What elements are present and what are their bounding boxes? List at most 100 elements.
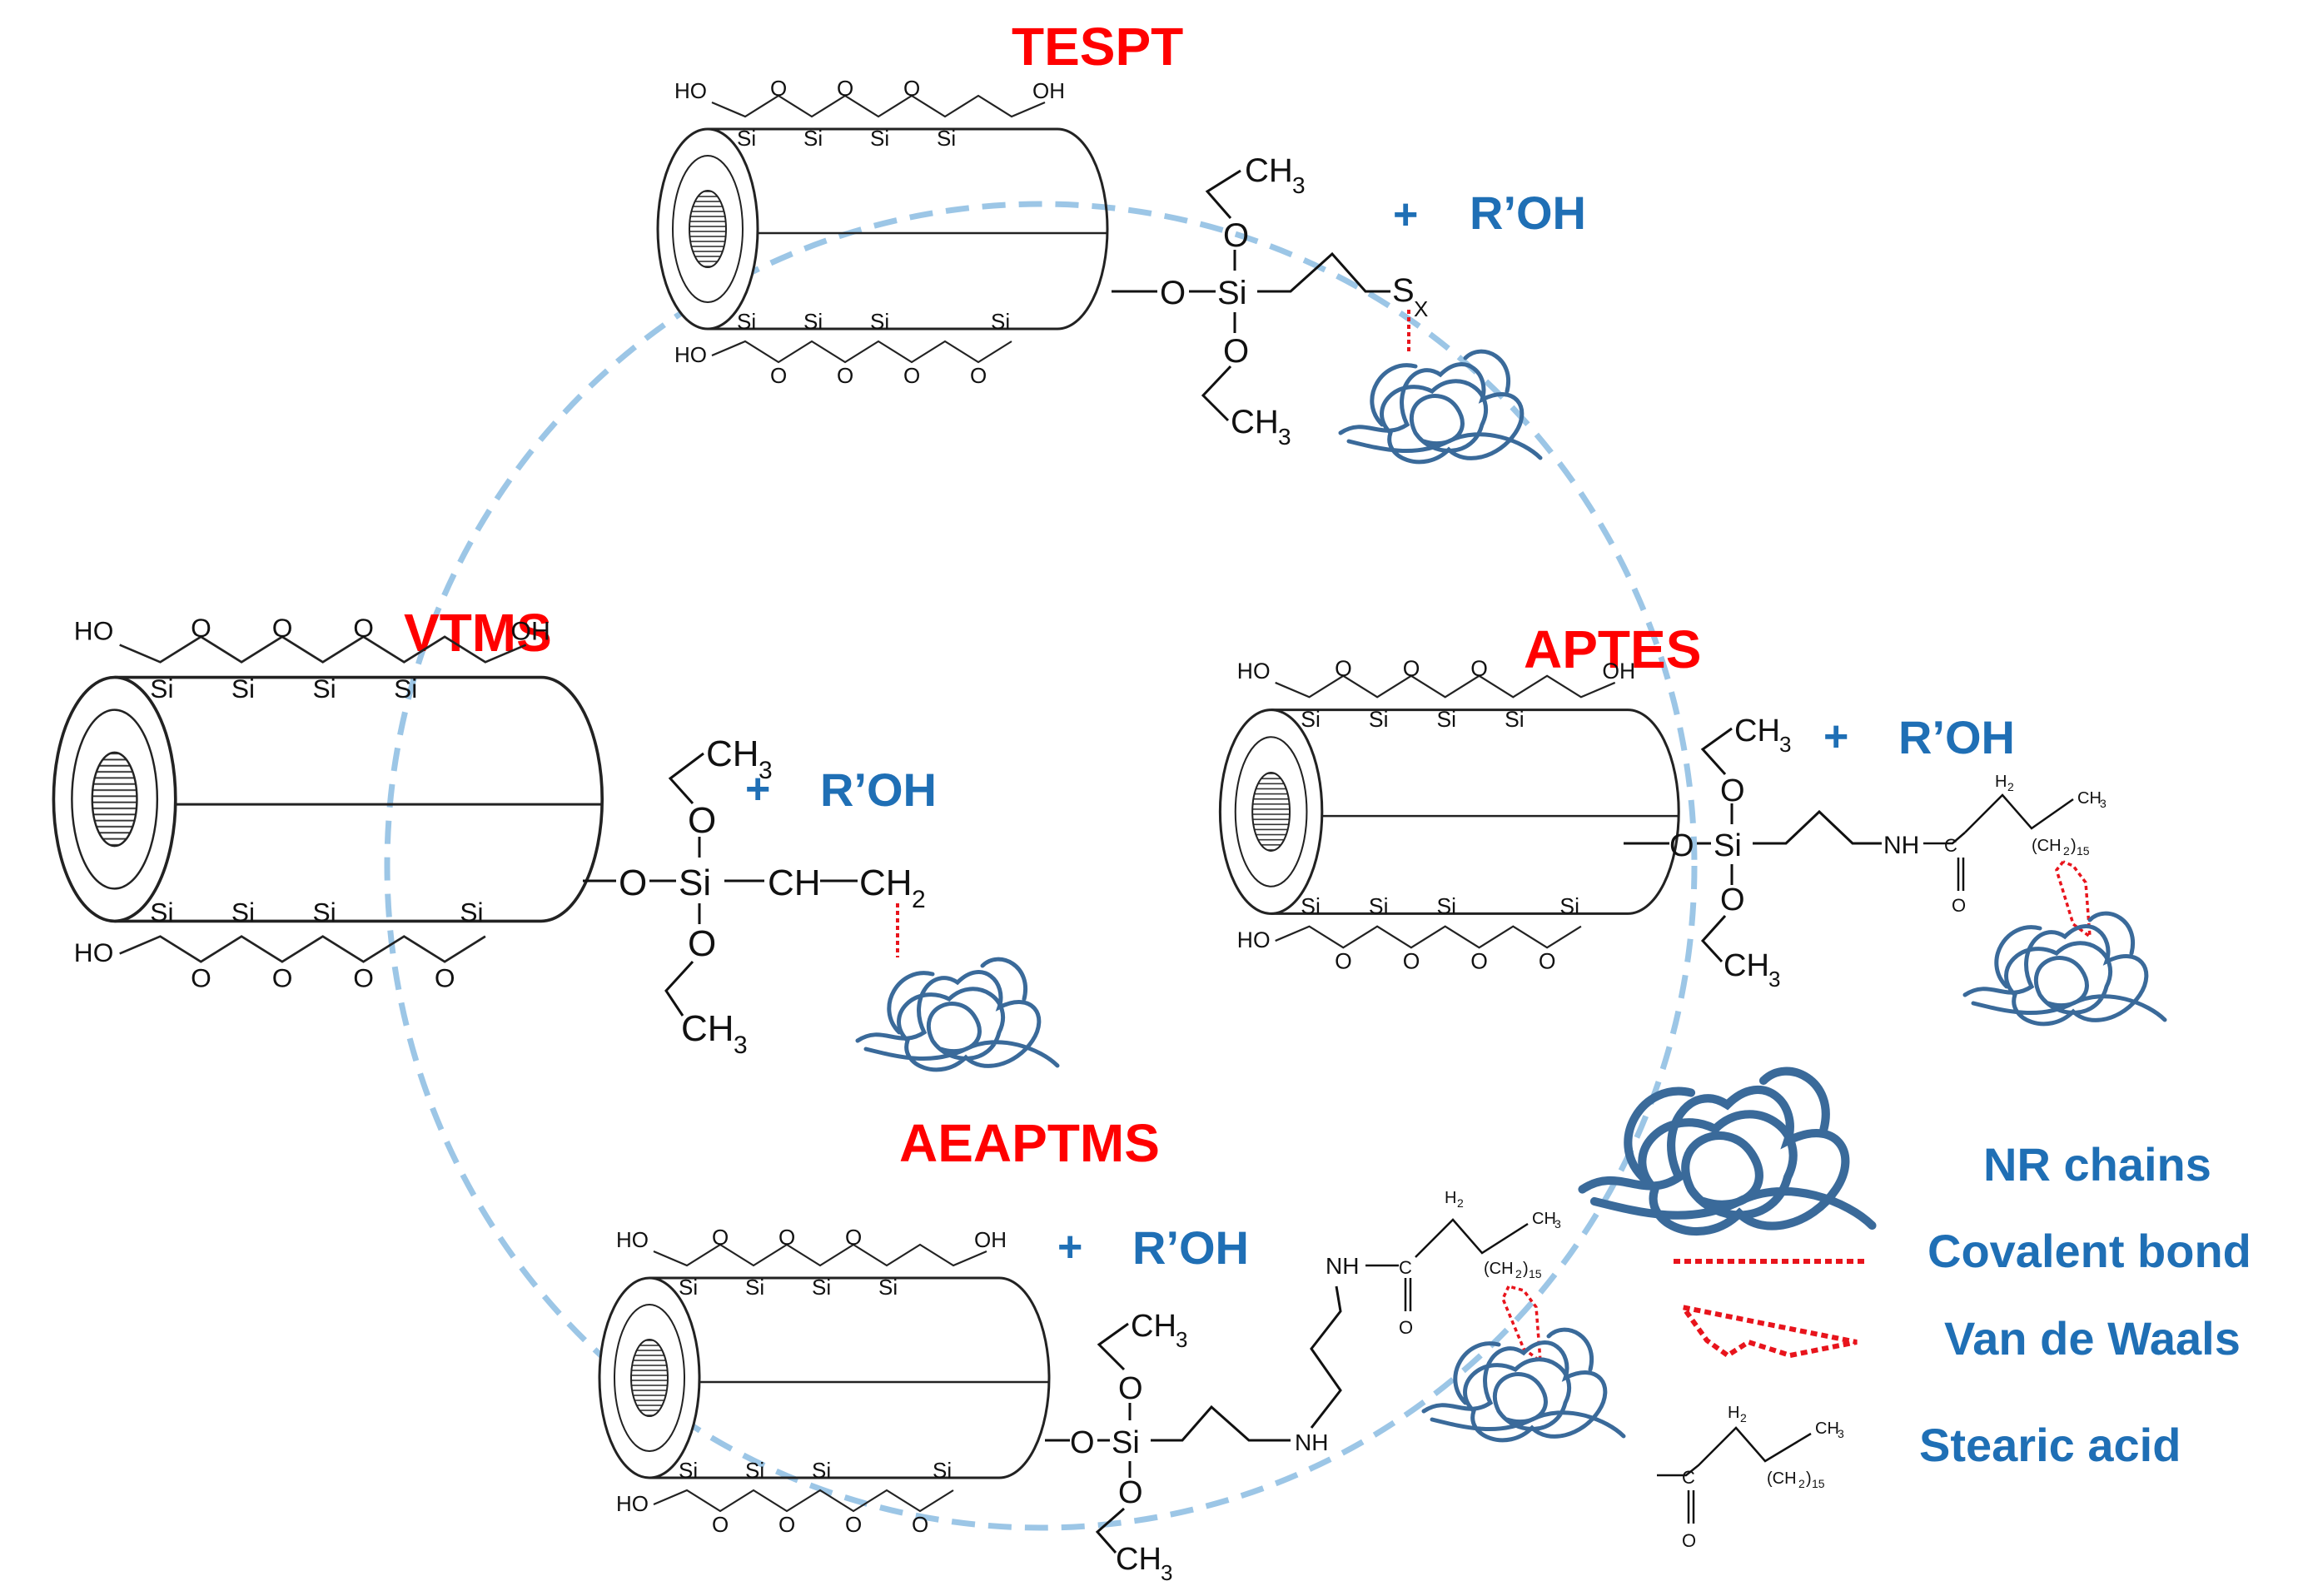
svg-text:CH: CH (681, 1008, 734, 1049)
svg-text:H: H (1995, 773, 2007, 791)
legend-nr-chains-swatch (1578, 1066, 1877, 1236)
tespt-nr-chain (1341, 351, 1540, 462)
svg-text:3: 3 (1768, 967, 1780, 992)
svg-text:CH: CH (2077, 789, 2102, 808)
svg-text:2: 2 (1457, 1196, 1464, 1210)
svg-text:CH: CH (1245, 152, 1293, 189)
svg-text:3: 3 (1278, 424, 1291, 450)
svg-text:3: 3 (1779, 732, 1791, 757)
svg-text:2: 2 (1740, 1411, 1747, 1424)
svg-text:CH: CH (1116, 1542, 1161, 1577)
svg-text:NH: NH (1326, 1253, 1359, 1279)
svg-text:X: X (1414, 296, 1428, 321)
legend-nr-chains-label: NR chains (1983, 1138, 2211, 1191)
svg-text:O: O (1223, 217, 1249, 254)
svg-text:O: O (1160, 275, 1186, 311)
svg-text:3: 3 (1838, 1427, 1844, 1440)
aptes-block: APTES O Si O CH 3 O CH 3 NH C O H 2 CH 3… (1218, 619, 2165, 1024)
svg-text:O: O (619, 863, 647, 903)
svg-text:C: C (1399, 1257, 1412, 1278)
svg-text:CH: CH (1131, 1309, 1176, 1344)
aptes-nr-chain (1965, 913, 2165, 1024)
tespt-byproduct: R’OH (1470, 186, 1586, 239)
svg-text:C: C (1944, 835, 1957, 856)
svg-text:): ) (1523, 1260, 1529, 1278)
vtms-nr-chain (858, 959, 1057, 1070)
svg-text:(CH: (CH (2032, 837, 2062, 855)
aeaptms-title: AEAPTMS (899, 1113, 1160, 1173)
svg-text:3: 3 (1161, 1560, 1172, 1585)
tespt-block: TESPT O Si O CH 3 O CH 3 S X + R’OH (656, 17, 1586, 462)
aptes-byproduct: R’OH (1898, 711, 2015, 763)
legend-vdw-swatch (1681, 1305, 1858, 1359)
svg-text:Si: Si (1714, 828, 1742, 863)
svg-text:O: O (688, 923, 716, 964)
svg-text:O: O (1118, 1371, 1143, 1406)
svg-text:O: O (1118, 1475, 1143, 1510)
svg-text:Si: Si (1112, 1425, 1140, 1460)
svg-text:O: O (1720, 773, 1745, 808)
legend-covalent-label: Covalent bond (1927, 1225, 2251, 1277)
svg-text:(CH: (CH (1484, 1260, 1514, 1278)
svg-text:3: 3 (759, 757, 773, 784)
svg-text:CH: CH (1231, 404, 1279, 440)
svg-text:O: O (1223, 333, 1249, 370)
aptes-nanotube (1218, 654, 1680, 976)
svg-text:): ) (2071, 837, 2077, 855)
svg-text:3: 3 (1292, 172, 1306, 198)
svg-text:3: 3 (1176, 1327, 1187, 1352)
svg-text:3: 3 (1554, 1217, 1561, 1231)
svg-text:2: 2 (2007, 780, 2014, 793)
svg-text:2: 2 (1798, 1477, 1805, 1490)
svg-text:): ) (1806, 1469, 1812, 1488)
aeaptms-byproduct: R’OH (1132, 1221, 1249, 1274)
svg-text:15: 15 (1529, 1267, 1542, 1280)
aeaptms-block: AEAPTMS O Si O CH 3 O CH 3 NH NH C O H 2… (598, 1113, 1624, 1585)
svg-text:Si: Si (1217, 275, 1247, 311)
vtms-block: VTMS O Si O CH 3 O CH 3 CH CH 2 + R’OH (52, 603, 1057, 1070)
svg-text:H: H (1445, 1189, 1456, 1207)
svg-text:O: O (1952, 895, 1966, 916)
aeaptms-nr-chain (1424, 1330, 1624, 1440)
svg-text:O: O (1669, 828, 1694, 863)
svg-text:CH: CH (768, 863, 821, 903)
svg-text:3: 3 (734, 1032, 748, 1059)
svg-text:CH: CH (1532, 1210, 1556, 1228)
svg-text:15: 15 (2077, 844, 2090, 858)
svg-text:O: O (1720, 883, 1745, 917)
tespt-plus: + (1393, 191, 1418, 239)
legend-stearic-swatch: C O H 2 CH 3 (CH 2 ) 15 (1657, 1404, 1844, 1551)
svg-text:2: 2 (2063, 844, 2070, 858)
svg-text:2: 2 (1515, 1267, 1522, 1280)
svg-text:C: C (1682, 1467, 1695, 1488)
vtms-byproduct: R’OH (820, 763, 937, 816)
reaction-cycle-ring (384, 201, 1698, 1531)
vtms-plus: + (745, 765, 770, 813)
aeaptms-plus: + (1057, 1223, 1082, 1271)
svg-text:CH: CH (1815, 1419, 1839, 1438)
svg-text:NH: NH (1883, 832, 1919, 859)
svg-text:H: H (1728, 1404, 1739, 1422)
legend-stearic-label: Stearic acid (1919, 1419, 2181, 1471)
tespt-title: TESPT (1012, 17, 1183, 77)
svg-text:(CH: (CH (1767, 1469, 1797, 1488)
svg-text:O: O (1070, 1425, 1095, 1460)
aptes-plus: + (1823, 713, 1848, 761)
svg-text:15: 15 (1812, 1477, 1825, 1490)
legend-vdw-label: Van de Waals (1944, 1312, 2241, 1365)
svg-text:O: O (1682, 1530, 1696, 1551)
svg-text:NH: NH (1295, 1429, 1328, 1455)
tespt-nanotube (656, 74, 1109, 390)
svg-text:CH: CH (1724, 948, 1769, 983)
svg-text:O: O (688, 800, 716, 841)
svg-text:O: O (1399, 1317, 1413, 1338)
svg-text:CH: CH (1734, 713, 1780, 748)
svg-text:CH: CH (859, 863, 913, 903)
vtms-nanotube (52, 610, 604, 995)
svg-text:S: S (1392, 272, 1415, 309)
svg-text:2: 2 (912, 886, 926, 913)
legend: NR chains Covalent bond Van de Waals C O… (1578, 1066, 2251, 1551)
svg-text:CH: CH (706, 733, 759, 774)
svg-text:3: 3 (2100, 797, 2107, 810)
